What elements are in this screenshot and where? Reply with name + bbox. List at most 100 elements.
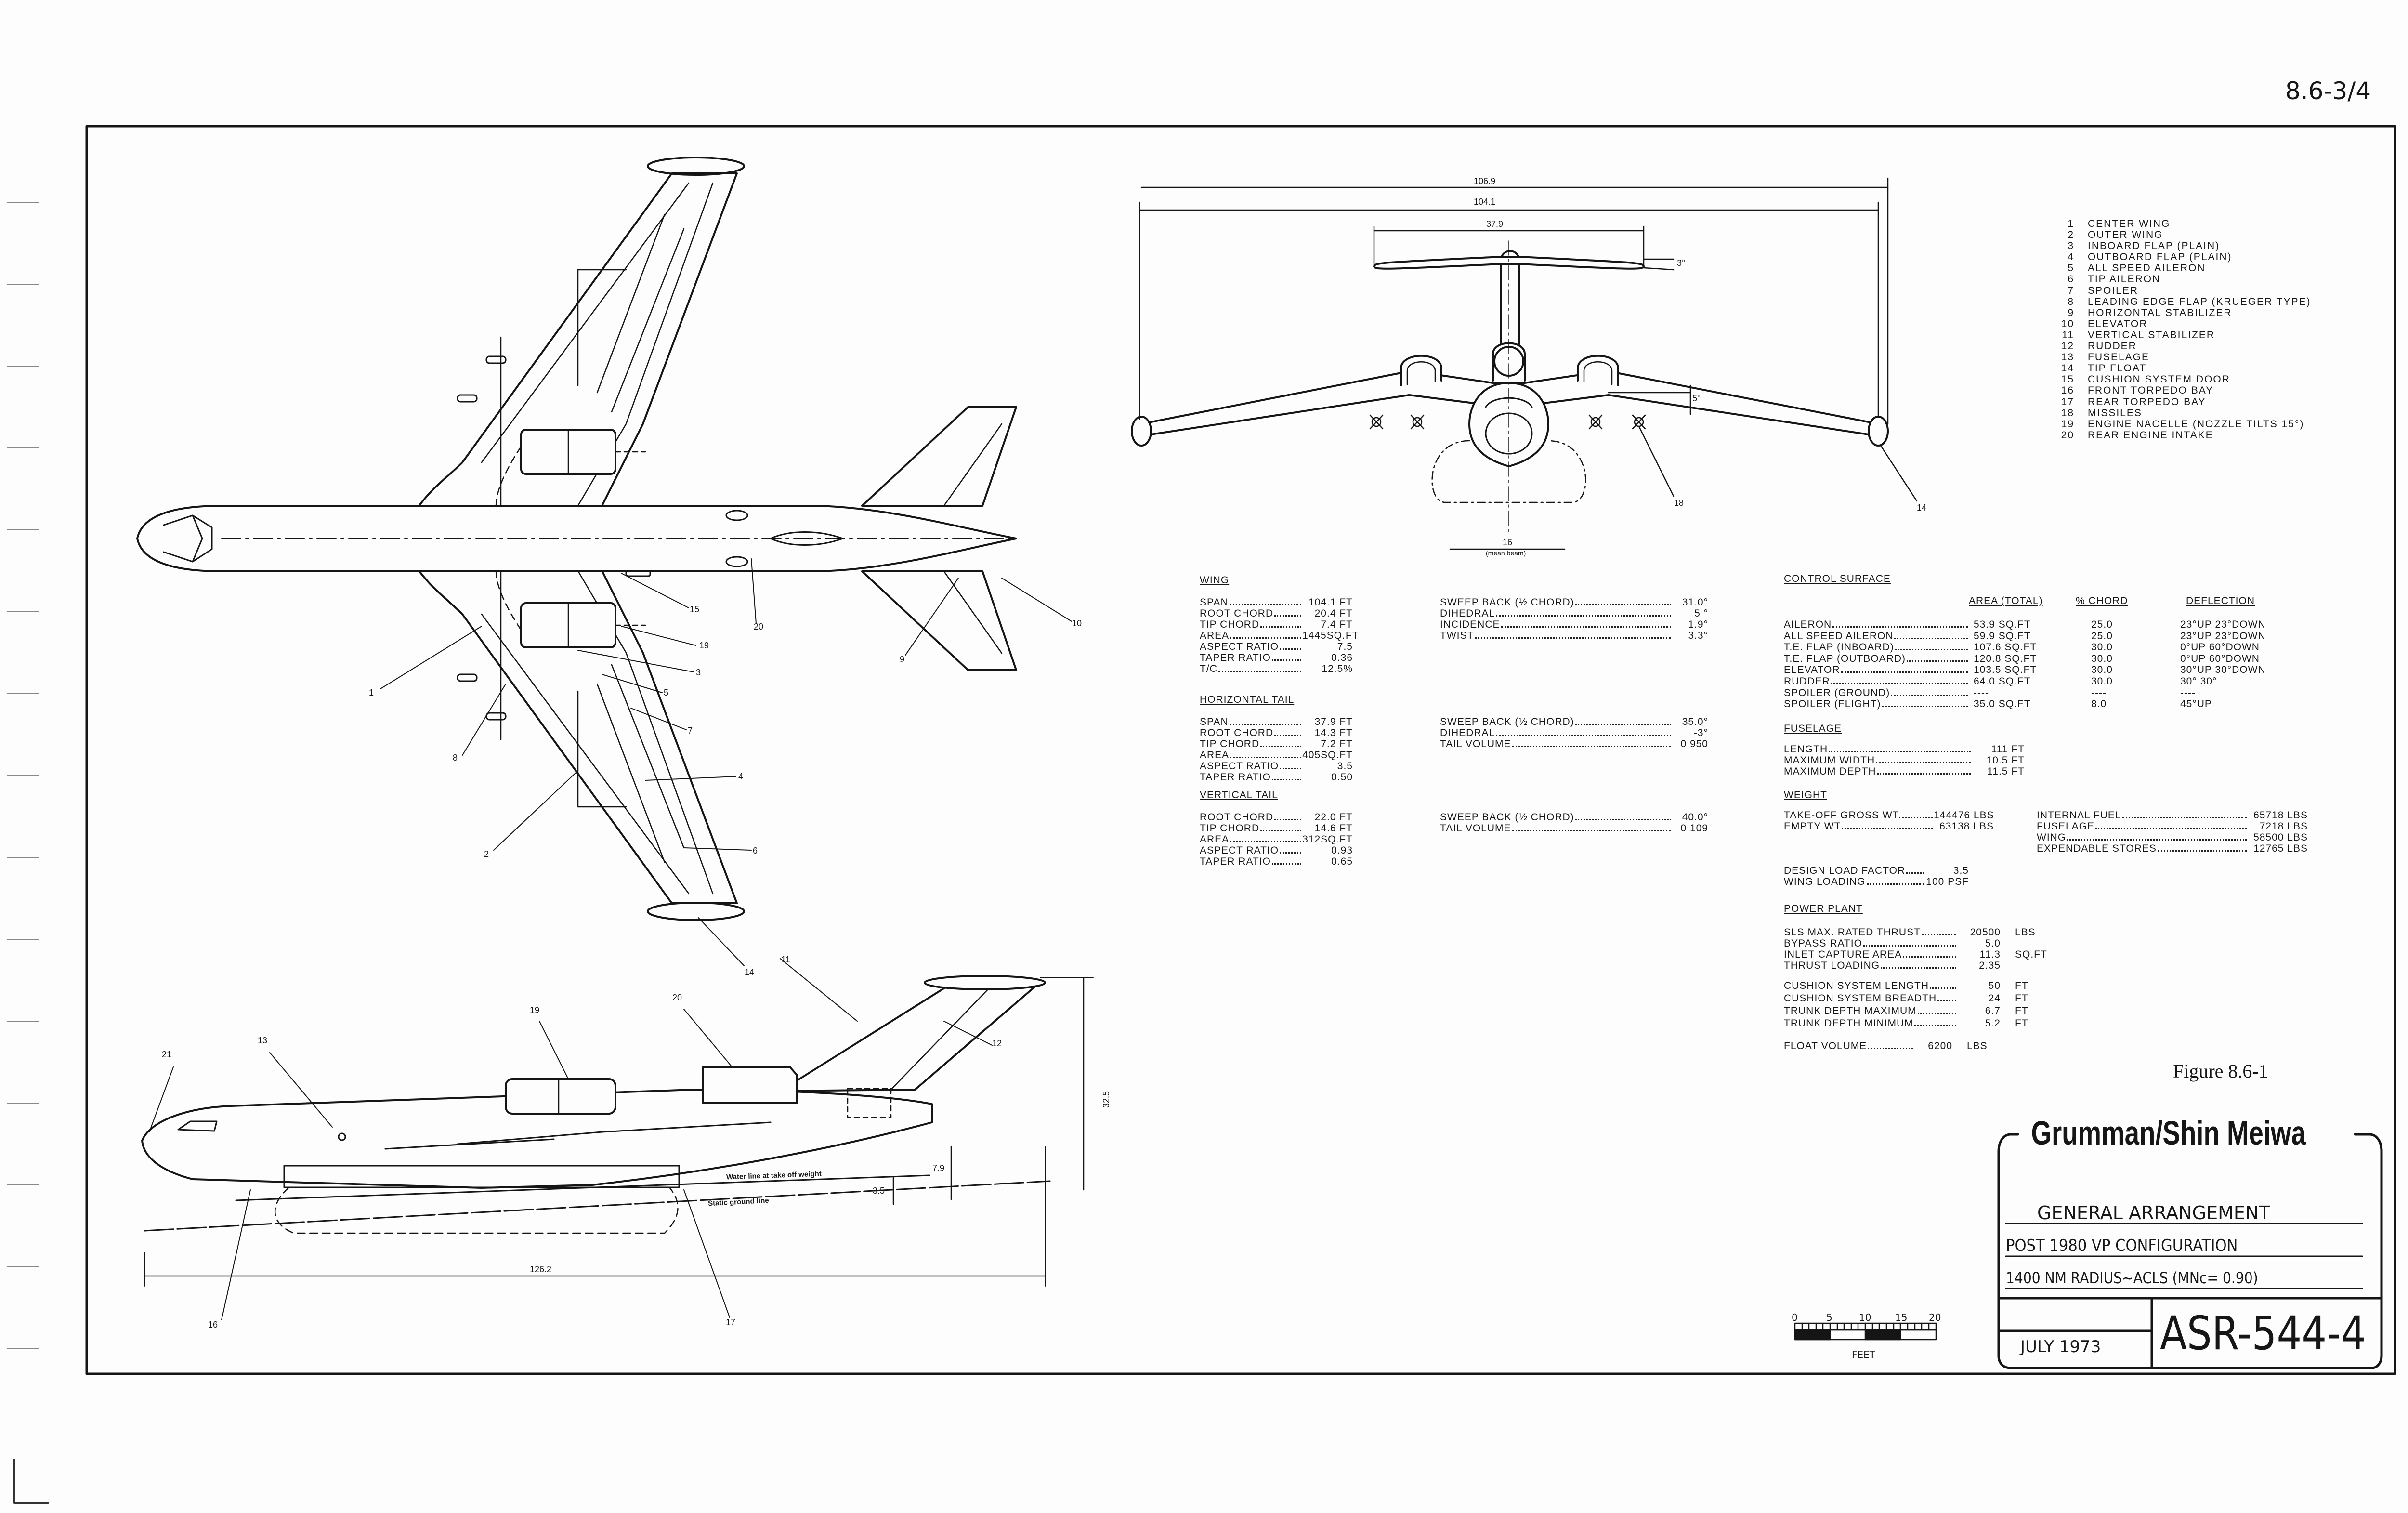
front-missiles xyxy=(1369,414,1646,430)
control-surface-label: AILERON xyxy=(1784,619,1832,630)
dot-leader xyxy=(1832,626,1968,628)
spec-label: CUSHION SYSTEM LENGTH xyxy=(1784,980,1929,991)
spec-value: 7218 LBS xyxy=(2259,821,2308,832)
dim-overall-height: 32.5 xyxy=(1101,1091,1112,1108)
area-value: 59.9 SQ.FT xyxy=(1974,630,2031,642)
dot-leader xyxy=(1575,724,1671,725)
legend-number: 8 xyxy=(2068,296,2074,307)
dot-leader xyxy=(1271,659,1301,661)
control-surface-row: ELEVATOR xyxy=(1784,664,1969,675)
spec-value: 37.9 FT xyxy=(1314,716,1353,727)
dot-leader xyxy=(1868,1048,1913,1049)
dot-leader xyxy=(1274,819,1301,820)
front-tip-float-left xyxy=(1131,416,1152,447)
dim-overall-length: 126.2 xyxy=(530,1264,552,1274)
dot-leader xyxy=(1280,648,1301,650)
spec-label: ASPECT RATIO xyxy=(1200,761,1279,772)
spec-label: DIHEDRAL xyxy=(1440,608,1495,619)
spec-label: FUSELAGE xyxy=(2037,821,2095,832)
side-callout: 21 xyxy=(162,1050,172,1059)
legend-label: OUTBOARD FLAP (PLAIN) xyxy=(2088,251,2232,263)
wing-heading: WING xyxy=(1200,575,1230,586)
spec-label: FLOAT VOLUME xyxy=(1784,1040,1867,1052)
dim-7-9: 7.9 xyxy=(932,1163,945,1173)
spec-label: SPAN xyxy=(1200,716,1229,727)
dot-leader xyxy=(2122,817,2247,818)
dot-leader xyxy=(1914,1025,1956,1026)
control-surface-row: SPOILER (GROUND) xyxy=(1784,687,1969,698)
spec-value: 20500 xyxy=(1970,927,2001,938)
dot-leader xyxy=(1260,746,1301,747)
legend-label: FRONT TORPEDO BAY xyxy=(2088,385,2214,396)
dot-leader xyxy=(1903,956,1956,958)
spec-value: 20.4 FT xyxy=(1314,608,1353,619)
legend-label: REAR TORPEDO BAY xyxy=(2088,396,2206,408)
legend-number: 18 xyxy=(2061,407,2074,419)
legend-label: MISSILES xyxy=(2088,407,2142,419)
control-surface-label: SPOILER (GROUND) xyxy=(1784,687,1890,698)
front-tip-float-right xyxy=(1868,416,1889,447)
control-surface-label: T.E. FLAP (OUTBOARD) xyxy=(1784,653,1906,664)
chord-value: 30.0 xyxy=(2091,642,2113,653)
dot-leader xyxy=(1229,724,1301,725)
dim-wing-span: 104.1 xyxy=(1474,197,1496,207)
dot-leader xyxy=(1863,945,1956,947)
chord-value: 8.0 xyxy=(2091,698,2107,710)
dot-leader xyxy=(1894,637,1968,639)
binder-marks xyxy=(7,118,49,1504)
spec-value: 63138 LBS xyxy=(1939,821,1994,832)
spec-label: ROOT CHORD xyxy=(1200,727,1274,738)
plan-callout: 15 xyxy=(690,605,700,614)
legend-label: INBOARD FLAP (PLAIN) xyxy=(2088,240,2220,252)
static-ground-line xyxy=(144,1180,1051,1232)
deflection-value: 23°UP 23°DOWN xyxy=(2180,630,2266,642)
company-name: Grumman/Shin Meiwa xyxy=(2025,1114,2312,1152)
spec-value: 144476 LBS xyxy=(1934,810,1994,821)
legend-number: 12 xyxy=(2061,341,2074,352)
side-cushion-hull xyxy=(283,1165,680,1188)
spec-value: 0.65 xyxy=(1331,856,1353,867)
sheet-border xyxy=(85,125,2396,1375)
chord-value: ---- xyxy=(2091,687,2107,698)
horizontal_tail-heading: HORIZONTAL TAIL xyxy=(1200,694,1295,705)
plan-callout: 20 xyxy=(754,622,764,632)
chord-value: 25.0 xyxy=(2091,619,2113,630)
plan-htail-upper xyxy=(861,406,1017,507)
legend-number: 19 xyxy=(2061,418,2074,430)
dot-leader xyxy=(1895,649,1968,651)
spec-value: 7.5 xyxy=(1337,641,1353,652)
spec-label: ROOT CHORD xyxy=(1200,812,1274,823)
front-cushion xyxy=(1431,440,1586,503)
front-htail xyxy=(1373,256,1645,270)
side-callout: 19 xyxy=(530,1005,540,1015)
figure-label: Figure 8.6-1 xyxy=(2173,1060,2268,1082)
spec-value: 35.0° xyxy=(1682,716,1708,727)
scale-unit: FEET xyxy=(1852,1349,1875,1360)
mean-beam-label: (mean beam) xyxy=(1486,549,1526,557)
power-plant-heading: POWER PLANT xyxy=(1784,903,1863,914)
scale-tick: 10 xyxy=(1859,1312,1871,1323)
dot-leader xyxy=(1271,779,1301,780)
dot-leader xyxy=(1831,683,1968,684)
spec-value: 0.36 xyxy=(1331,652,1353,663)
spec-label: AREA xyxy=(1200,750,1230,761)
legend-number: 10 xyxy=(2061,318,2074,329)
dot-leader xyxy=(1906,872,1924,874)
spec-unit: FT xyxy=(2015,980,2028,991)
dot-leader xyxy=(1475,637,1671,639)
spec-value: 5.2 xyxy=(1985,1018,2001,1029)
